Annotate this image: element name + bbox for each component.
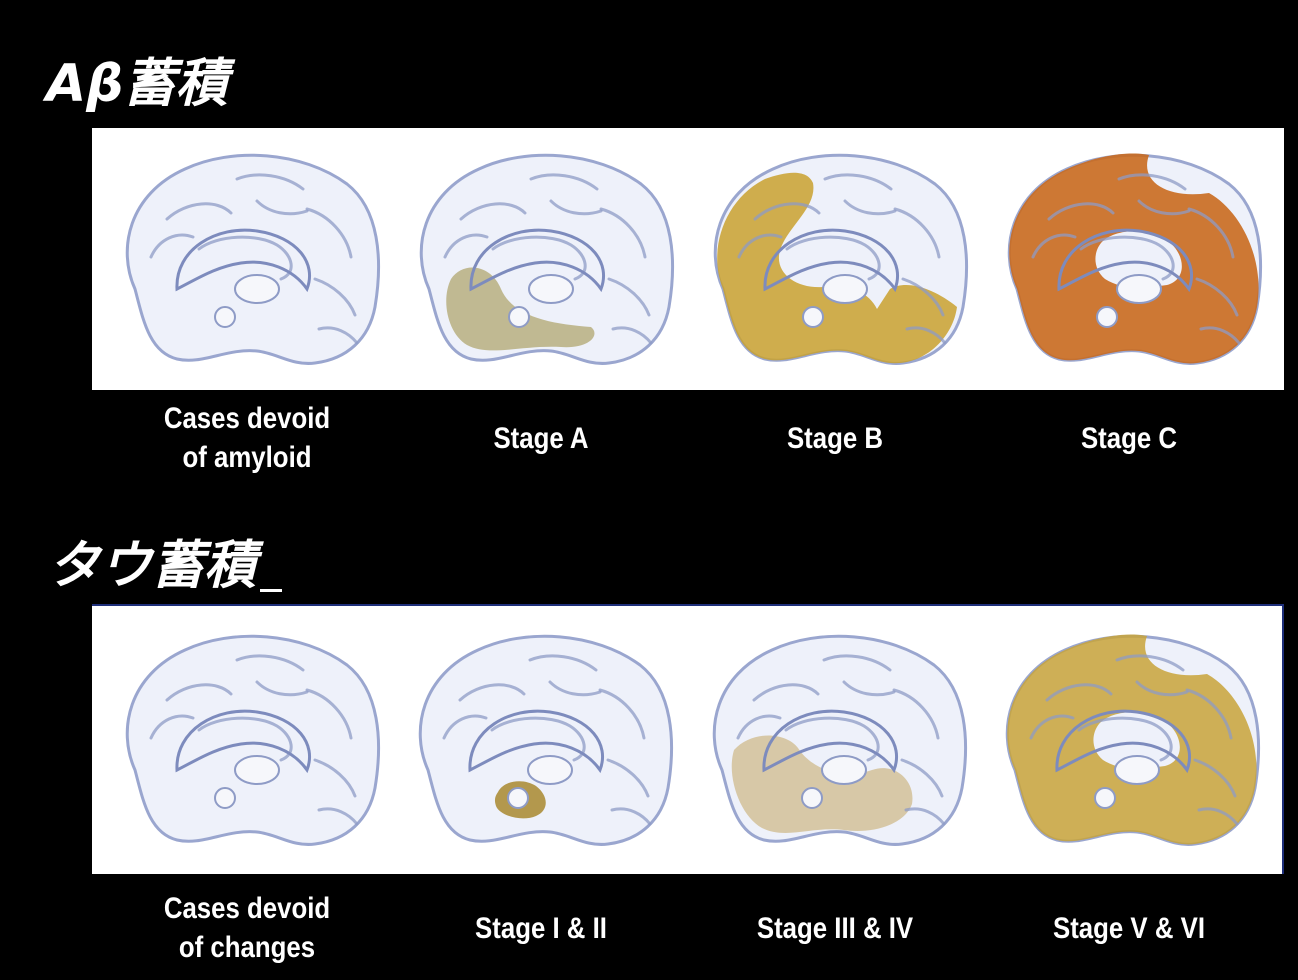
stage-label: Stage A <box>420 396 663 480</box>
brain-tau-stage-5-6 <box>986 620 1268 860</box>
stage-label: Stage V & VI <box>1008 884 1251 972</box>
tau-brain-panel <box>92 604 1284 874</box>
brain-tau-stage-3-4 <box>693 620 975 860</box>
tau-section-title: タウ蓄積 <box>48 540 282 592</box>
stage-label: Cases devoid of amyloid <box>126 396 369 480</box>
stage-label: Stage C <box>1008 396 1251 480</box>
amyloid-brain-panel <box>92 128 1284 390</box>
brain-amyloid-none <box>106 139 388 379</box>
amyloid-section-title: Aβ蓄積 <box>46 58 227 110</box>
stage-label: Stage I & II <box>420 884 663 972</box>
stage-label: Stage III & IV <box>714 884 957 972</box>
brain-tau-stage-1-2 <box>399 620 681 860</box>
tau-stage-labels: Cases devoid of changes Stage I & II Sta… <box>92 884 1284 972</box>
brain-tau-none <box>106 620 388 860</box>
stage-label: Stage B <box>714 396 957 480</box>
brain-amyloid-stage-a <box>400 139 682 379</box>
brain-amyloid-stage-c <box>988 139 1270 379</box>
stage-label: Cases devoid of changes <box>126 884 369 972</box>
brain-amyloid-stage-b <box>694 139 976 379</box>
amyloid-stage-labels: Cases devoid of amyloid Stage A Stage B … <box>92 396 1284 480</box>
